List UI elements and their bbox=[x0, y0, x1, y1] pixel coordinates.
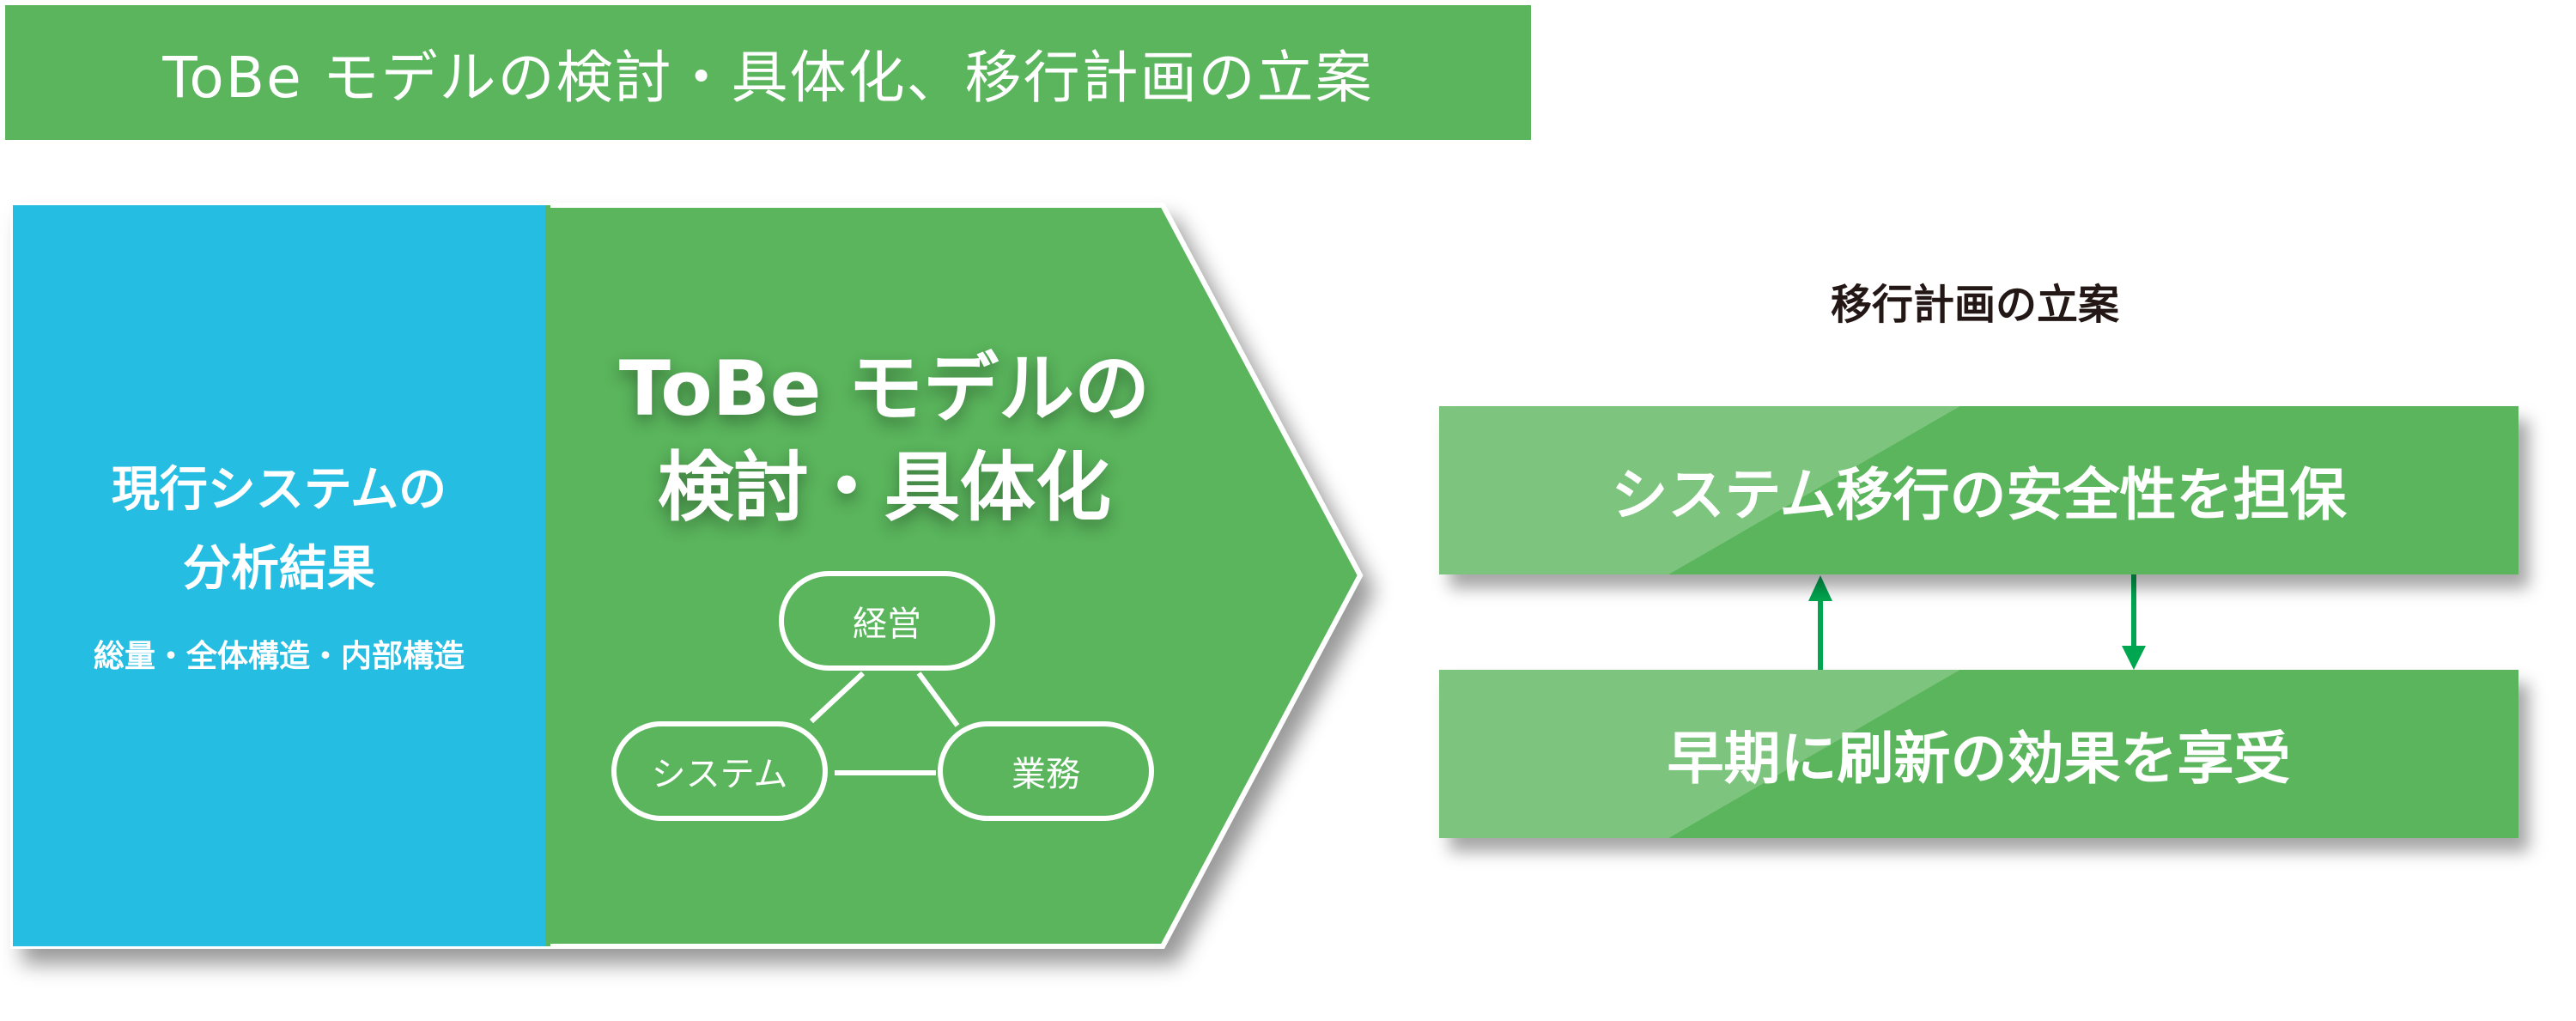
tobe-panel-edge bbox=[545, 205, 550, 946]
current-analysis-subtitle: 総量・全体構造・内部構造 bbox=[93, 639, 465, 674]
current-analysis-title-line2: 分析結果 bbox=[183, 541, 375, 597]
early-benefit-box: 早期に刷新の効果を享受 bbox=[1439, 670, 2518, 838]
current-analysis-panel bbox=[13, 205, 545, 946]
connector-management-system bbox=[809, 671, 866, 724]
node-business: 業務 bbox=[938, 721, 1154, 821]
node-management: 経営 bbox=[779, 571, 995, 671]
tobe-title-line2: 検討・具体化 bbox=[657, 443, 1111, 532]
up-arrow-head bbox=[1808, 575, 1832, 601]
node-system: システム bbox=[611, 721, 828, 821]
down-arrow-head bbox=[2122, 646, 2146, 670]
tobe-title: ToBe モデルの 検討・具体化 bbox=[550, 339, 1219, 537]
current-analysis-title: 現行システムの 分析結果 bbox=[13, 451, 545, 609]
tobe-title-line1: ToBe モデルの bbox=[618, 344, 1151, 433]
safety-box: システム移行の安全性を担保 bbox=[1439, 406, 2518, 574]
current-analysis-title-line1: 現行システムの bbox=[111, 462, 447, 518]
header-title: ToBe モデルの検討・具体化、移行計画の立案 bbox=[5, 5, 1531, 140]
migration-plan-title: 移行計画の立案 bbox=[1830, 281, 2119, 329]
connector-management-business bbox=[916, 672, 960, 727]
